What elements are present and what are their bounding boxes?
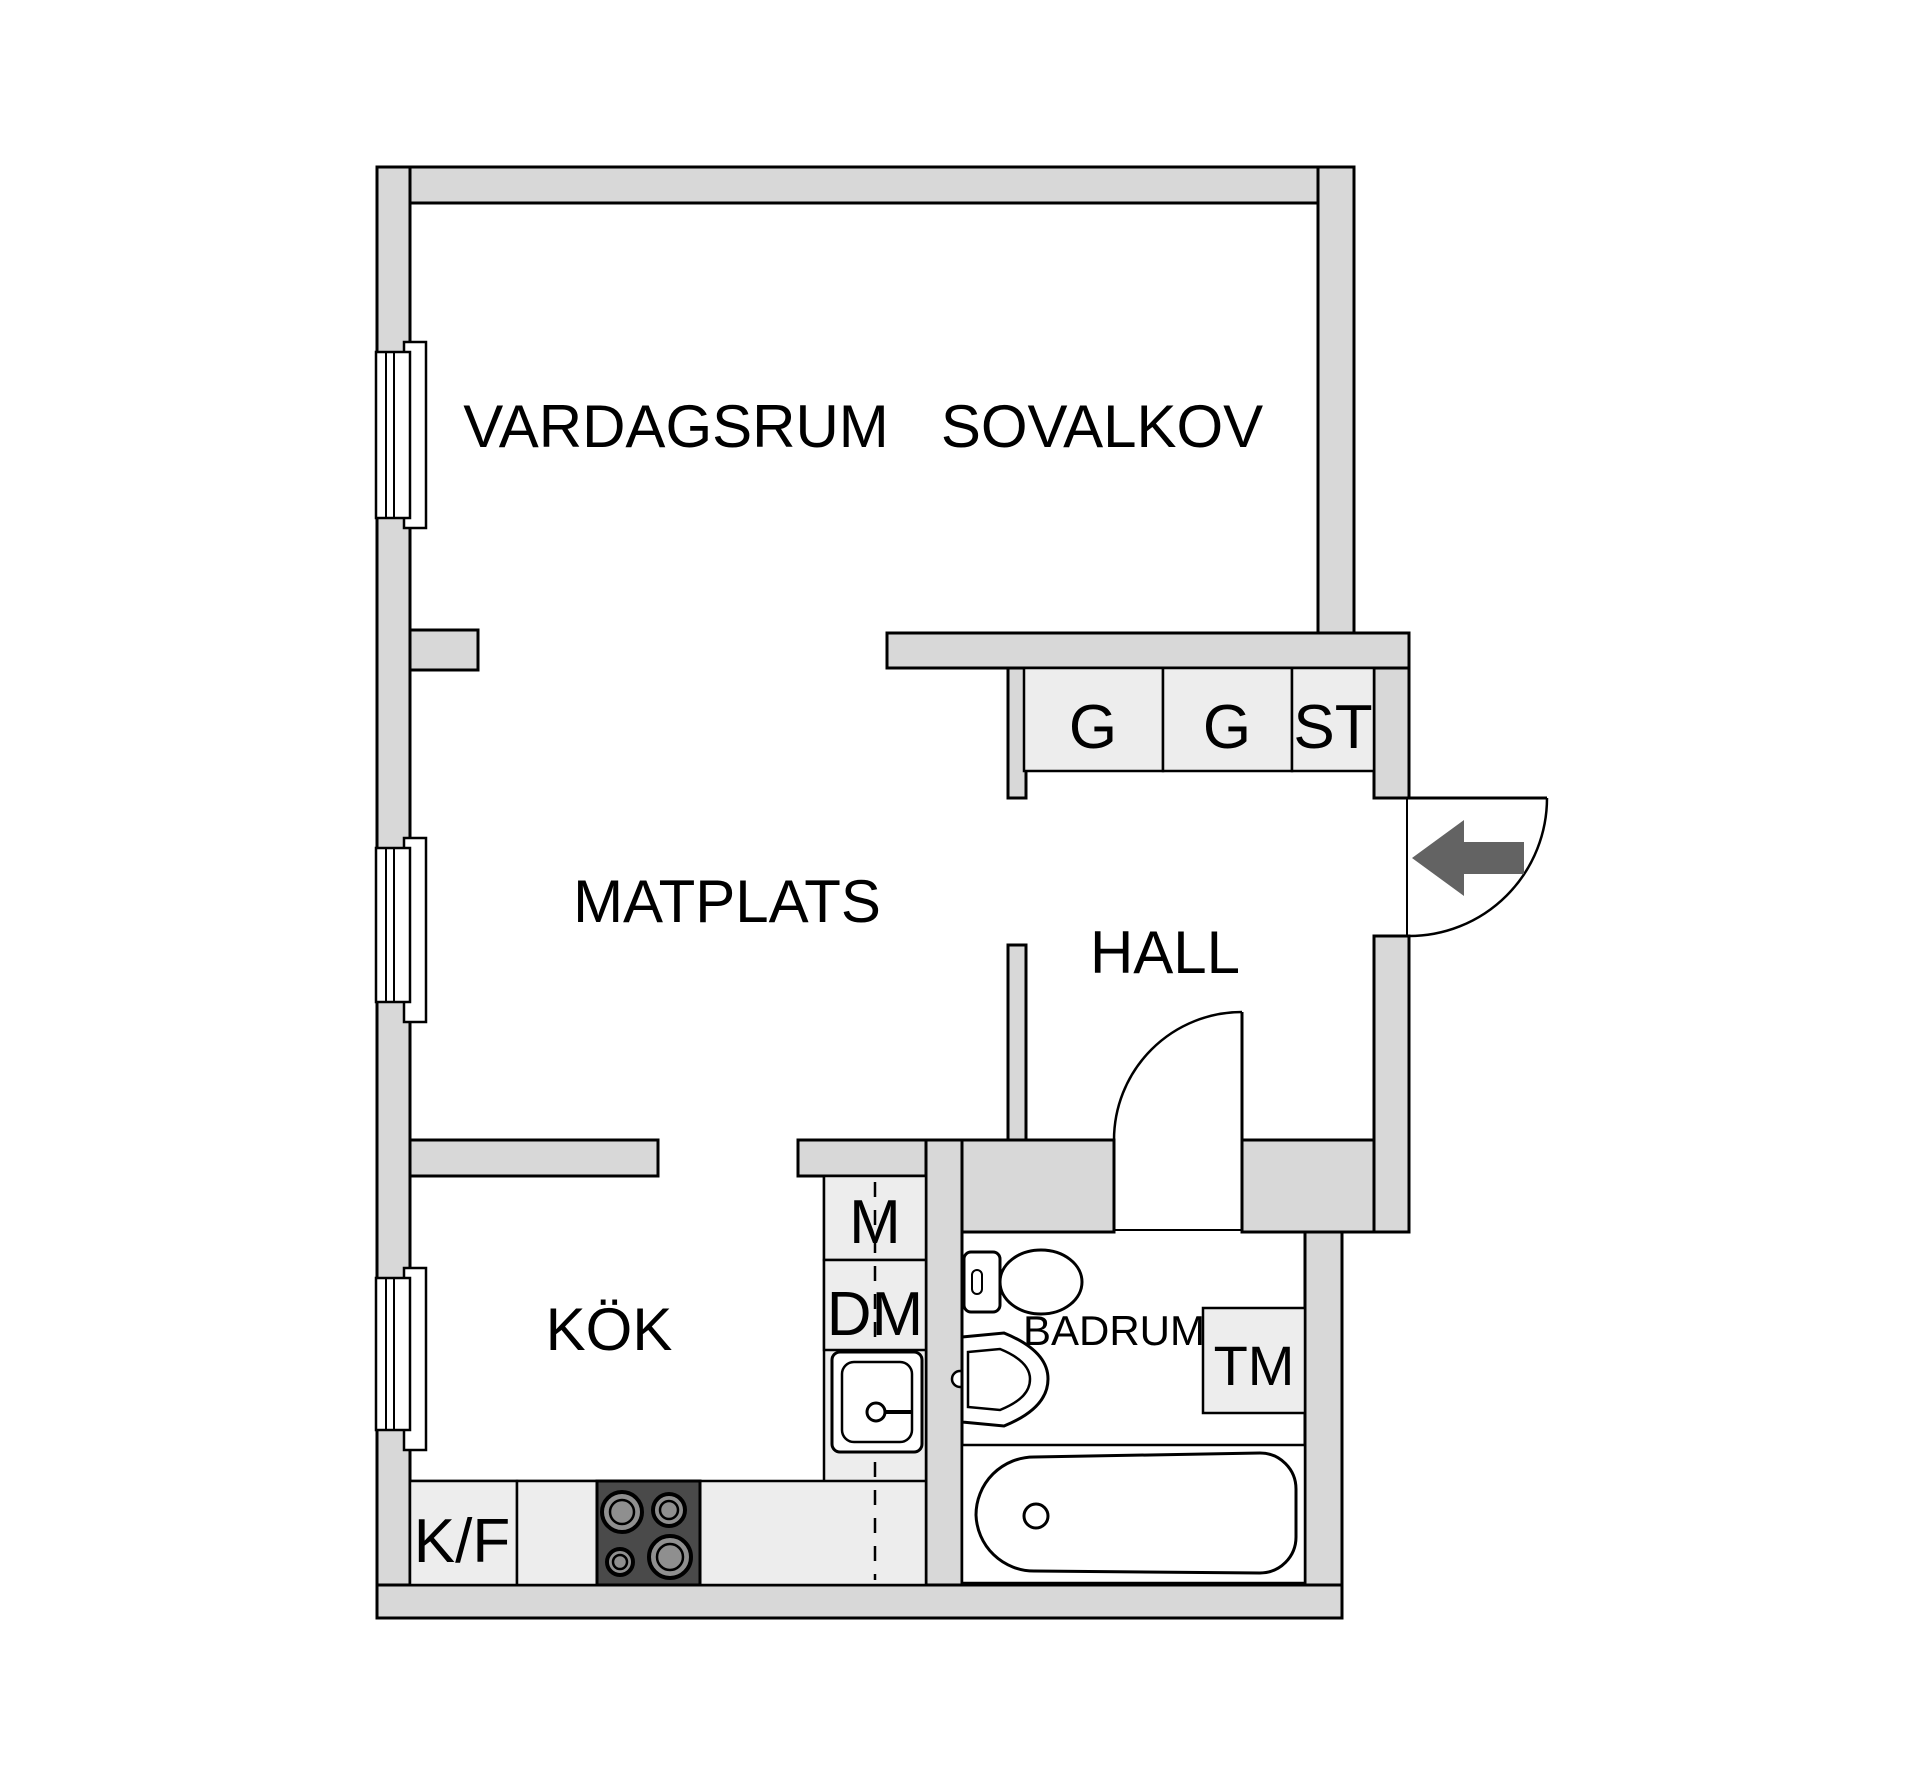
window-icon — [374, 1266, 428, 1452]
bathroom-door-icon — [1112, 1010, 1244, 1231]
window-icon — [374, 836, 428, 1024]
stove-icon — [595, 1479, 702, 1587]
wall-bathroom-top-left — [960, 1138, 1116, 1234]
labels: VARDAGSRUM SOVALKOV MATPLATS HALL KÖK BA… — [414, 393, 1373, 1576]
label-dining-area: MATPLATS — [573, 868, 881, 935]
wall-bathroom-top-right — [1240, 1138, 1376, 1234]
label-hall: HALL — [1090, 919, 1240, 986]
bathtub-icon — [960, 1443, 1307, 1585]
wall-hall-right-below-entry — [1372, 934, 1411, 1234]
closet-g2 — [1161, 666, 1294, 773]
wall-bathroom-left — [924, 1138, 964, 1587]
label-living-room: VARDAGSRUM — [463, 393, 889, 460]
wall-left-stub — [408, 628, 480, 672]
toilet-icon — [962, 1248, 1084, 1316]
label-kitchen: KÖK — [546, 1296, 673, 1363]
label-closet-g1: G — [1069, 693, 1117, 762]
windows — [374, 340, 428, 1452]
wall-hall-right-above-entry — [1372, 666, 1411, 800]
wall-counter-band — [796, 1138, 928, 1178]
wall-top — [375, 165, 1356, 205]
entry-door-icon — [1406, 796, 1549, 938]
kitchen-sink-icon — [830, 1350, 924, 1454]
wall-kitchen-top — [408, 1138, 660, 1178]
entry-arrow-icon — [1412, 820, 1524, 896]
label-dishwasher: DM — [827, 1280, 923, 1349]
closet-row — [1022, 666, 1376, 773]
label-microwave: M — [849, 1188, 901, 1257]
wall-closet-band — [885, 631, 1411, 670]
label-bathroom: BADRUM — [1023, 1307, 1205, 1354]
window-icon — [374, 340, 428, 530]
wall-hall-divider — [1006, 943, 1028, 1142]
wall-right-upper-section — [1316, 165, 1356, 635]
wall-bathroom-right — [1303, 1230, 1344, 1587]
bathtub-drain — [1022, 1502, 1050, 1530]
closet-st — [1290, 666, 1376, 773]
washbasin-icon — [950, 1331, 1050, 1428]
wall-bottom — [375, 1583, 1344, 1620]
label-fridge-freezer: K/F — [414, 1507, 510, 1576]
fridge-freezer-box — [408, 1479, 519, 1587]
washing-machine-box — [1201, 1306, 1307, 1415]
counter-box — [515, 1479, 599, 1587]
label-closet-g2: G — [1203, 693, 1251, 762]
label-closet-st: ST — [1293, 693, 1372, 762]
label-washing-machine: TM — [1214, 1334, 1295, 1397]
label-sleeping-alcove: SOVALKOV — [941, 393, 1263, 460]
